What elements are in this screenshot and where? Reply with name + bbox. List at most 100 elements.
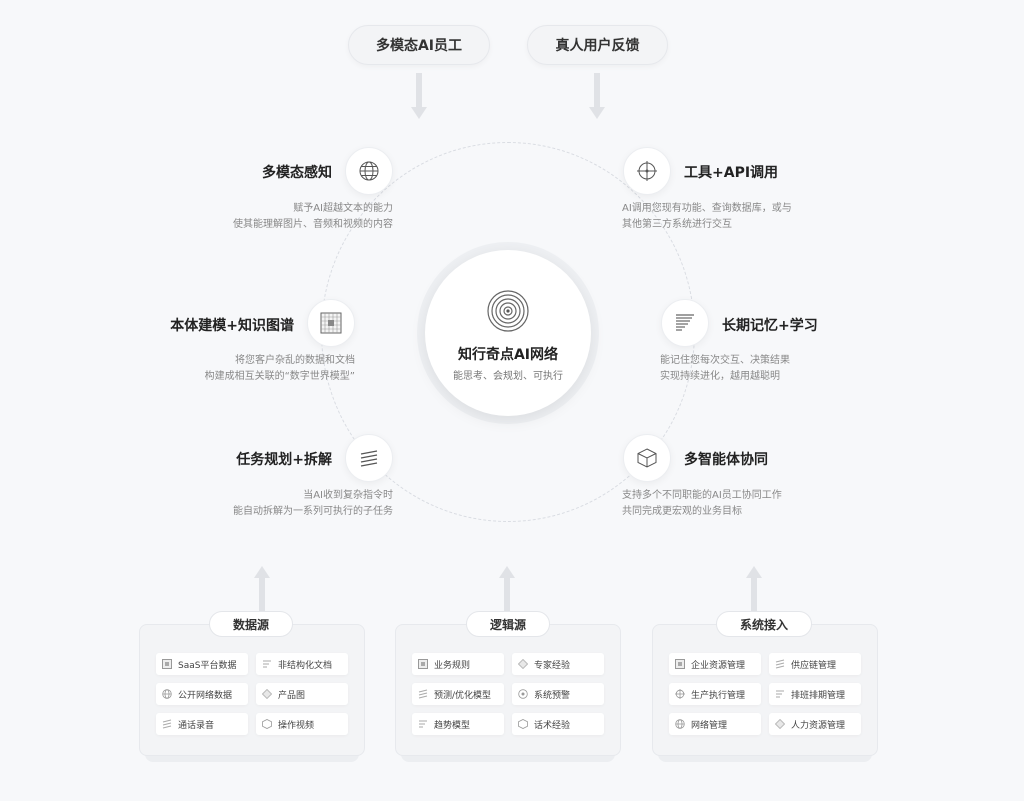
feature-desc-multimodal: 赋予AI超越文本的能力 使其能理解图片、音频和视频的内容 bbox=[233, 201, 393, 233]
cube-icon bbox=[637, 448, 657, 468]
stack-icon bbox=[775, 659, 785, 669]
feature-node-multimodal bbox=[345, 147, 393, 195]
chip-network-management: 网络管理 bbox=[669, 713, 761, 735]
chip-mes: 生产执行管理 bbox=[669, 683, 761, 705]
chip-operation-videos: 操作视频 bbox=[256, 713, 348, 735]
chip-unstructured-docs: 非结构化文档 bbox=[256, 653, 348, 675]
desc-line: AI调用您现有功能、查询数据库，或与 bbox=[622, 203, 792, 214]
desc-line: 能记住您每次交互、决策结果 bbox=[660, 355, 790, 366]
feature-desc-tools: AI调用您现有功能、查询数据库，或与 其他第三方系统进行交互 bbox=[622, 201, 792, 233]
chip-label: 人力资源管理 bbox=[791, 720, 846, 731]
feature-node-ontology bbox=[307, 299, 355, 347]
grid-icon bbox=[320, 312, 342, 334]
square-icon bbox=[418, 659, 428, 669]
feature-title-ontology: 本体建模+知识图谱 bbox=[170, 318, 294, 334]
arrow-down-icon bbox=[411, 73, 427, 119]
layers-icon bbox=[676, 314, 694, 331]
desc-line: 构建成相互关联的“数字世界模型” bbox=[204, 371, 355, 382]
crosshair-icon bbox=[637, 161, 657, 181]
card-title-logic-sources: 逻辑源 bbox=[466, 611, 550, 637]
arrow-up-icon bbox=[499, 566, 515, 612]
feature-node-planning bbox=[345, 434, 393, 482]
chip-label: 网络管理 bbox=[691, 720, 728, 731]
stack-icon bbox=[360, 450, 378, 467]
list-icon bbox=[775, 689, 785, 699]
chip-label: 产品图 bbox=[278, 690, 306, 701]
chip-label: 预测/优化模型 bbox=[434, 690, 492, 701]
desc-line: 赋予AI超越文本的能力 bbox=[293, 203, 393, 214]
center-hub: 知行奇点AI网络 能思考、会规划、可执行 bbox=[425, 250, 591, 416]
input-pill-label: 多模态AI员工 bbox=[375, 38, 463, 54]
chip-label: 业务规则 bbox=[434, 660, 471, 671]
chip-saas-data: SaaS平台数据 bbox=[156, 653, 248, 675]
center-subtitle: 能思考、会规划、可执行 bbox=[453, 371, 563, 382]
desc-line: 实现持续进化，越用越聪明 bbox=[660, 371, 780, 382]
globe-icon bbox=[675, 719, 685, 729]
chip-label: 操作视频 bbox=[278, 720, 315, 731]
desc-line: 其他第三方系统进行交互 bbox=[622, 219, 732, 230]
feature-title-tools: 工具+API调用 bbox=[684, 165, 779, 181]
card-title-label: 系统接入 bbox=[739, 617, 788, 632]
chip-scm: 供应链管理 bbox=[769, 653, 861, 675]
chip-business-rules: 业务规则 bbox=[412, 653, 504, 675]
chip-erp: 企业资源管理 bbox=[669, 653, 761, 675]
chip-label: 生产执行管理 bbox=[691, 690, 746, 701]
list-icon bbox=[262, 659, 272, 669]
chip-label: 企业资源管理 bbox=[691, 660, 746, 671]
desc-line: 支持多个不同职能的AI员工协同工作 bbox=[622, 490, 782, 501]
cube-icon bbox=[518, 719, 528, 729]
input-pill-multimodal-staff: 多模态AI员工 bbox=[348, 25, 490, 65]
chip-label: 公开网络数据 bbox=[178, 690, 233, 701]
desc-line: 使其能理解图片、音频和视频的内容 bbox=[233, 219, 393, 230]
feature-desc-memory: 能记住您每次交互、决策结果 实现持续进化，越用越聪明 bbox=[660, 353, 790, 385]
chip-scheduling: 排班排期管理 bbox=[769, 683, 861, 705]
square-icon bbox=[162, 659, 172, 669]
card-title-system-integration: 系统接入 bbox=[716, 611, 812, 637]
desc-line: 当AI收到复杂指令时 bbox=[303, 490, 393, 501]
arrow-down-icon bbox=[589, 73, 605, 119]
chip-trend-model: 趋势模型 bbox=[412, 713, 504, 735]
list-icon bbox=[418, 719, 428, 729]
target-icon bbox=[487, 290, 529, 332]
chip-script-experience: 话术经验 bbox=[512, 713, 604, 735]
crosshair-icon bbox=[675, 689, 685, 699]
card-system-integration: 企业资源管理 供应链管理 生产执行管理 排班排期管理 网络管理 人力资源管理 bbox=[652, 624, 878, 756]
feature-desc-ontology: 将您客户杂乱的数据和文档 构建成相互关联的“数字世界模型” bbox=[205, 353, 355, 385]
chip-label: 趋势模型 bbox=[434, 720, 471, 731]
diamond-icon bbox=[775, 719, 785, 729]
feature-title-planning: 任务规划+拆解 bbox=[236, 452, 332, 468]
chip-public-web-data: 公开网络数据 bbox=[156, 683, 248, 705]
chip-label: 非结构化文档 bbox=[278, 660, 333, 671]
chip-prediction-model: 预测/优化模型 bbox=[412, 683, 504, 705]
input-pill-label: 真人用户反馈 bbox=[555, 38, 640, 54]
chip-system-alerts: 系统预警 bbox=[512, 683, 604, 705]
globe-icon bbox=[162, 689, 172, 699]
chip-label: 通话录音 bbox=[178, 720, 215, 731]
feature-node-memory bbox=[661, 299, 709, 347]
target-icon bbox=[518, 689, 528, 699]
chip-label: 系统预警 bbox=[534, 690, 571, 701]
chip-label: 话术经验 bbox=[534, 720, 571, 731]
card-title-label: 数据源 bbox=[232, 617, 269, 632]
cube-icon bbox=[262, 719, 272, 729]
stack-icon bbox=[418, 689, 428, 699]
chip-label: 供应链管理 bbox=[791, 660, 837, 671]
feature-desc-planning: 当AI收到复杂指令时 能自动拆解为一系列可执行的子任务 bbox=[233, 488, 393, 520]
arrow-up-icon bbox=[254, 566, 270, 612]
feature-node-tools bbox=[623, 147, 671, 195]
chip-label: 专家经验 bbox=[534, 660, 571, 671]
feature-node-collab bbox=[623, 434, 671, 482]
center-title: 知行奇点AI网络 bbox=[457, 347, 559, 363]
chip-call-recordings: 通话录音 bbox=[156, 713, 248, 735]
chip-hr-management: 人力资源管理 bbox=[769, 713, 861, 735]
arrow-up-icon bbox=[746, 566, 762, 612]
chip-label: 排班排期管理 bbox=[791, 690, 846, 701]
desc-line: 共同完成更宏观的业务目标 bbox=[622, 506, 742, 517]
chip-expert-experience: 专家经验 bbox=[512, 653, 604, 675]
feature-title-multimodal: 多模态感知 bbox=[262, 165, 332, 181]
desc-line: 将您客户杂乱的数据和文档 bbox=[235, 355, 355, 366]
diamond-icon bbox=[262, 689, 272, 699]
feature-title-collab: 多智能体协同 bbox=[684, 452, 768, 468]
globe-icon bbox=[359, 161, 379, 181]
desc-line: 能自动拆解为一系列可执行的子任务 bbox=[233, 506, 393, 517]
